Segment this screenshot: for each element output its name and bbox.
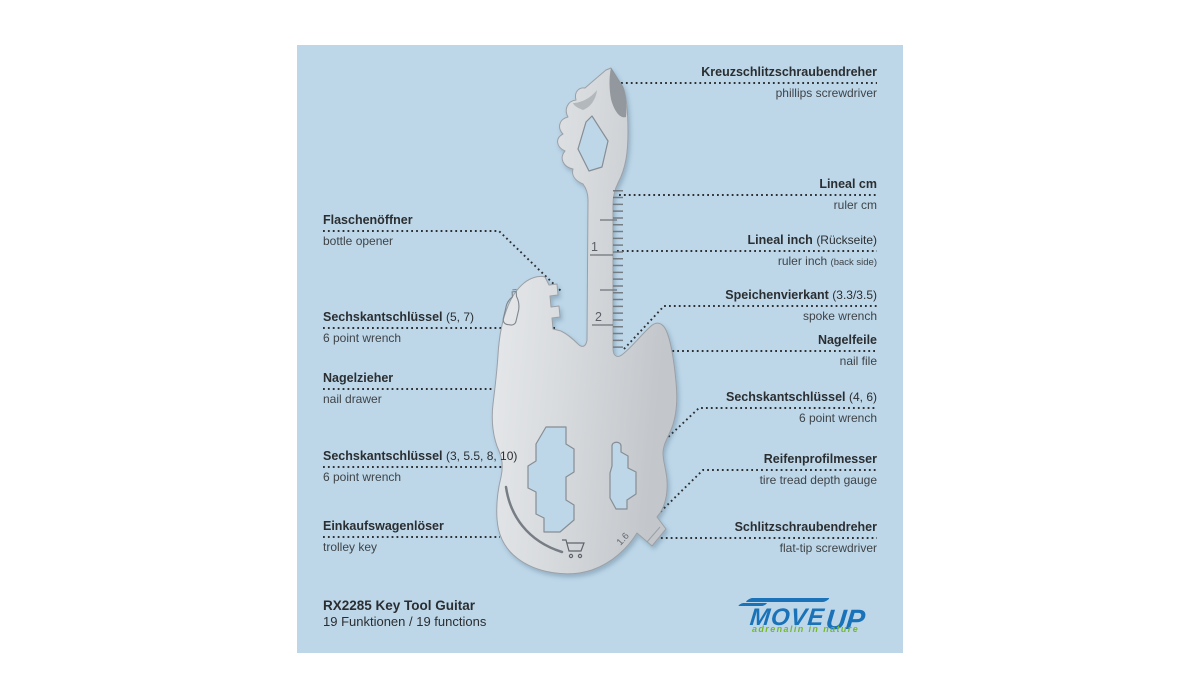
callout-phillips-screwdriver: Kreuzschlitzschraubendreher phillips scr… [701, 65, 877, 100]
label-en: 6 point wrench [323, 331, 402, 345]
moveup-logo: MOVEUP adrenalin in nature [738, 597, 884, 643]
label-en: tire tread depth gauge [759, 473, 877, 487]
label-de: Nagelzieher [323, 371, 394, 385]
label-de: Lineal inch [747, 233, 813, 247]
label-en: bottle opener [323, 234, 394, 248]
callout-spoke-wrench: Speichenvierkant (3.3/3.5) spoke wrench [725, 288, 877, 323]
callout-hex-wrench-4-6: Sechskantschlüssel (4, 6) 6 point wrench [726, 390, 877, 425]
callout-ruler-inch: Lineal inch (Rückseite) ruler inch (back… [748, 233, 877, 269]
callout-trolley-key: Einkaufswagenlöser trolley key [323, 519, 444, 554]
label-de-note: (3, 5.5, 8, 10) [446, 449, 518, 463]
label-de: Schlitzschraubendreher [734, 520, 877, 534]
label-de: Sechskantschlüssel [323, 449, 443, 463]
label-de: Reifenprofilmesser [763, 452, 877, 466]
label-en: phillips screwdriver [775, 86, 877, 100]
callout-ruler-cm: Lineal cm ruler cm [819, 177, 877, 212]
callout-bottle-opener: Flaschenöffner bottle opener [323, 213, 413, 248]
label-en: 6 point wrench [323, 470, 402, 484]
callout-hex-wrench-3-10: Sechskantschlüssel (3, 5.5, 8, 10) 6 poi… [323, 449, 517, 484]
label-de-note: (3.3/3.5) [832, 288, 877, 302]
label-de: Lineal cm [819, 177, 877, 191]
callout-flat-tip-screwdriver: Schlitzschraubendreher flat-tip screwdri… [735, 520, 877, 555]
background-panel [297, 45, 903, 653]
logo-tagline: adrenalin in nature [752, 624, 860, 634]
label-en: nail drawer [323, 392, 382, 406]
product-info: RX2285 Key Tool Guitar 19 Funktionen / 1… [323, 598, 486, 629]
label-de-note: (4, 6) [848, 390, 877, 404]
label-de: Einkaufswagenlöser [323, 519, 444, 533]
product-model: RX2285 Key Tool Guitar [323, 598, 476, 613]
label-en: nail file [839, 354, 877, 368]
label-de: Flaschenöffner [323, 213, 413, 227]
label-de: Sechskantschlüssel [725, 390, 846, 404]
label-de: Nagelfeile [817, 333, 877, 347]
label-en: ruler inch [777, 254, 828, 268]
label-en: spoke wrench [802, 309, 877, 323]
label-en: trolley key [323, 540, 378, 554]
label-en: ruler cm [833, 198, 877, 212]
callout-nail-file: Nagelfeile nail file [818, 333, 877, 368]
label-de: Kreuzschlitzschraubendreher [701, 65, 877, 79]
callout-hex-wrench-5-7: Sechskantschlüssel (5, 7) 6 point wrench [323, 310, 474, 345]
label-de: Speichenvierkant [725, 288, 829, 302]
label-en: 6 point wrench [798, 411, 877, 425]
label-en: flat-tip screwdriver [779, 541, 877, 555]
label-en-note: (back side) [830, 257, 877, 268]
product-function-count: 19 Funktionen / 19 functions [323, 614, 487, 629]
label-de-note: (Rückseite) [816, 233, 877, 247]
callout-tread-depth-gauge: Reifenprofilmesser tire tread depth gaug… [760, 452, 877, 487]
callout-nail-drawer: Nagelzieher nail drawer [323, 371, 393, 406]
label-de: Sechskantschlüssel [323, 310, 443, 324]
label-de-note: (5, 7) [446, 310, 475, 324]
